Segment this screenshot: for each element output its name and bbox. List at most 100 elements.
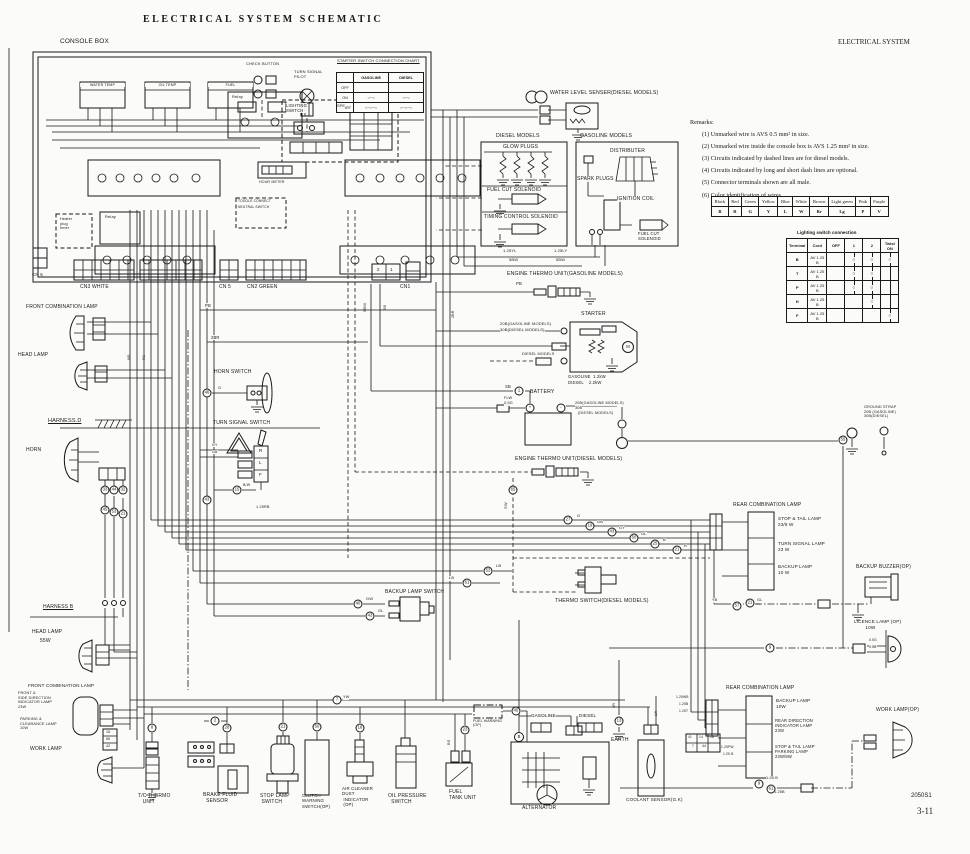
- tc-thermo-label: T/C THERMO UNIT: [138, 793, 171, 805]
- air-cleaner-label: AIR CLEANER DUST INDICATOR (OP): [342, 786, 373, 807]
- starter-chart-header: GASOLINE: [353, 72, 390, 83]
- starter-chart-cell: ○─○: [353, 92, 390, 103]
- oil-temp-label: OIL TEMP: [145, 83, 190, 88]
- lighting-mark: ○: [862, 252, 882, 267]
- lighting-mark: ○: [862, 294, 882, 309]
- page-title: ELECTRICAL SYSTEM SCHEMATIC: [143, 14, 384, 25]
- connector-number: 43: [202, 495, 212, 505]
- lighting-table-header: OFF: [826, 238, 846, 253]
- turn-signal-pilot-label: TURN SIGNAL PILOT: [294, 69, 323, 80]
- starter-symbol: [535, 321, 638, 373]
- color-table-cell: G: [741, 206, 760, 217]
- head-lamp1-symbol: [74, 361, 108, 391]
- lighting-table-header: Terminal: [785, 238, 809, 253]
- wire-network-optional: [187, 330, 869, 789]
- wire-lb1: LB: [496, 563, 502, 569]
- starter-chart-cell: [388, 82, 425, 93]
- console-box-label: CONSOLE BOX: [60, 38, 109, 45]
- color-table-cell: W: [792, 206, 811, 217]
- wire-5bw-a: 5BW: [509, 257, 519, 263]
- wire-pb: PB: [205, 303, 211, 309]
- head-lamp2-label: HEAD LAMP: [32, 629, 63, 635]
- color-table-cell: Pink: [855, 196, 871, 207]
- connector-number: 61: [766, 784, 776, 794]
- cell-14: 14: [699, 735, 703, 739]
- starter-rating-diesel: DIESEL 2.2kW: [568, 380, 602, 385]
- earth-label: EARTH: [611, 737, 629, 743]
- wire-125wb: 1.25WB: [676, 695, 689, 700]
- wire-yb: YB: [712, 598, 718, 603]
- starter-chart-cell: ○─○─○: [353, 102, 390, 113]
- battery-cable-30b: 30B: [575, 406, 583, 411]
- lighting-mark: [880, 294, 900, 309]
- connector-number: [616, 437, 628, 449]
- cell-18: 18: [710, 735, 714, 739]
- diesel-label: DIESEL: [579, 713, 597, 719]
- console-box-outline: [32, 51, 432, 283]
- cn3-label: CN3 WHITE: [80, 284, 109, 290]
- wire-bw: B/W: [243, 483, 251, 488]
- connector-number: [560, 357, 568, 365]
- stop-lamp-switch-label: STOP LAMP SWITCH: [260, 793, 290, 805]
- battery-label: BATTERY: [530, 389, 555, 395]
- starter-chart-header: DIESEL: [388, 72, 425, 83]
- connector-number: 1: [514, 386, 524, 396]
- cn1-label: CN1: [400, 284, 411, 290]
- lighting-mark: ○: [844, 280, 864, 295]
- wire-2r: 2R: [612, 702, 616, 708]
- work-lamp-op-symbol: [863, 721, 913, 759]
- color-table-cell: Brown: [809, 196, 829, 207]
- connector-number: 28: [222, 723, 232, 733]
- color-table-cell: Red: [727, 196, 743, 207]
- stop-tail-lamp2-label: STOP & TAIL LAMP PARKING LAMP 23W/8W: [775, 744, 815, 760]
- fuel-cut-solenoid-g-label: FUEL CUT SOLENOID: [638, 231, 661, 242]
- front-combination-lamp1-symbol: [69, 315, 106, 351]
- wire-125yl: 1.25YL: [503, 248, 517, 254]
- ignition-coil-label: IGNITION COIL: [617, 196, 655, 202]
- cn-connectors: [32, 247, 421, 281]
- brake-fluid-sensor-symbol: [217, 743, 249, 794]
- color-table-cell: Br: [809, 206, 829, 217]
- connector-number: [111, 600, 117, 606]
- engine-thermo-diesel-label: ENGINE THERMO UNIT(DIESEL MODELS): [515, 456, 623, 463]
- connector-number: 50: [312, 722, 322, 732]
- backup-lamp2-label: BACKUP LAMP 10W: [776, 698, 811, 709]
- wire-gb: GB: [597, 519, 604, 525]
- lighting-mark: ○: [862, 266, 882, 281]
- wire-lb2: LB: [449, 575, 455, 581]
- connector-number: 8: [147, 723, 157, 733]
- backup-buzzer-label: BACKUP BUZZER(OP): [856, 564, 911, 570]
- lighting-mark: [826, 294, 846, 309]
- lighting-mark: ○: [880, 252, 900, 267]
- connector-number: 45: [100, 505, 110, 515]
- cell-56: 56: [106, 737, 111, 741]
- page-number: 3-11: [917, 806, 934, 816]
- connector-number: [846, 427, 858, 439]
- water-level-senser-symbol: [539, 102, 599, 130]
- connector-number: 61: [462, 578, 472, 588]
- fuel-gauge-label: FUEL: [208, 83, 253, 88]
- connector-number: 9: [754, 779, 764, 789]
- wire-pb2: PB: [516, 281, 522, 287]
- connector-number: [560, 327, 568, 335]
- indicator-lamps: [97, 117, 467, 265]
- lighting-table-header: Twist ON: [880, 238, 900, 253]
- connector-number: 53: [483, 566, 493, 576]
- remarks-block: Remarks: (1) Unmarked wire is AVS 0.5 mm…: [690, 117, 968, 202]
- water-temp-label: WATER TEMP: [80, 83, 125, 88]
- spe-label: SPE: [337, 104, 346, 109]
- coolant-sensor-label: COOLANT SENSOR(G.K): [626, 797, 683, 802]
- brake-fluid-label: BRAKE FLUID SENSOR: [203, 792, 238, 804]
- remarks-heading: Remarks:: [690, 119, 714, 126]
- check-button-label: CHECK BUTTON: [246, 61, 280, 67]
- connector-number: 15: [232, 485, 242, 495]
- lighting-terminal: F: [785, 308, 809, 323]
- connector-number: 21: [745, 598, 755, 608]
- connector-number: [120, 600, 126, 606]
- cell-7: 7: [692, 744, 694, 748]
- fuel-warning-unit-symbol: [473, 704, 503, 719]
- horn-switch-label: HORN SWITCH: [214, 369, 252, 375]
- clutch-warning-switch-symbol: [304, 739, 330, 796]
